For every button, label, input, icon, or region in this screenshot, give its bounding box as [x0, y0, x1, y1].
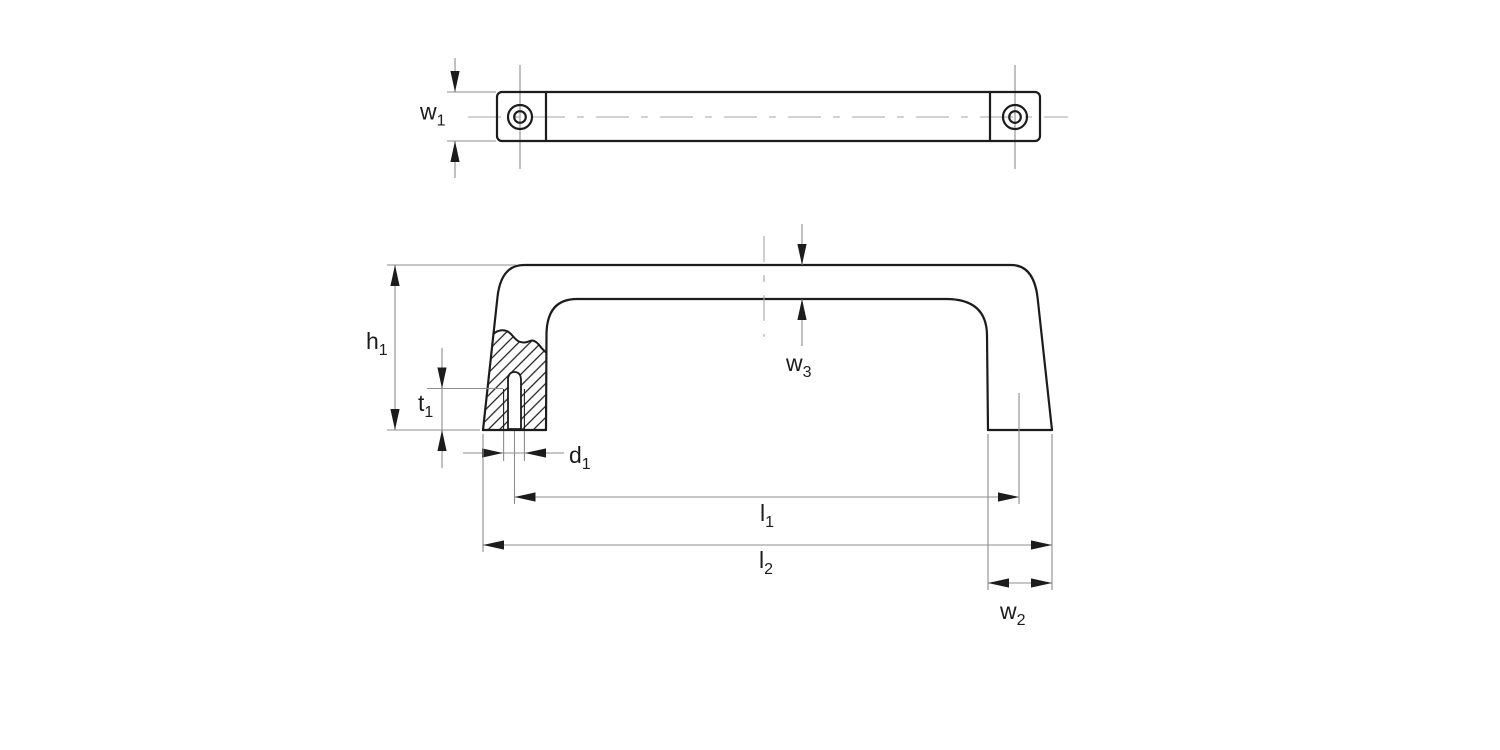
dimension-t1: t1	[418, 348, 503, 468]
arrow-left-icon	[988, 578, 1009, 588]
arrow-down-icon	[390, 409, 400, 430]
arrow-left-icon	[483, 540, 504, 550]
arrow-right-icon	[998, 492, 1019, 502]
arrow-up-icon	[450, 141, 460, 162]
dimension-d1: d1	[463, 431, 591, 473]
arrow-down-icon	[450, 71, 460, 92]
arrow-right-icon	[1031, 578, 1052, 588]
front-view: h1 t1 d1 l1	[366, 224, 1054, 629]
handle-bar-top-view	[495, 90, 1042, 143]
dimension-label-w3: w3	[785, 350, 812, 381]
dimension-l1: l1	[513, 393, 1020, 531]
dimension-h1: h1	[366, 264, 516, 431]
handle-outline-front-view	[481, 263, 1054, 432]
arrow-left-icon	[514, 492, 536, 502]
tapped-blind-hole	[507, 371, 522, 430]
arrow-down-icon	[797, 244, 807, 265]
thread-lines	[503, 389, 525, 429]
arrow-up-icon	[390, 265, 400, 286]
break-line	[492, 329, 547, 354]
dimension-label-w1: w1	[419, 99, 446, 130]
mounting-hole-left	[506, 103, 534, 131]
dimension-w3: w3	[785, 224, 812, 381]
dimension-w2: w2	[987, 434, 1052, 629]
arrow-right-icon	[1031, 540, 1052, 550]
arrow-down-icon	[437, 367, 447, 389]
dimension-label-d1: d1	[569, 442, 591, 473]
dimension-w1: w1	[419, 58, 496, 178]
arrow-up-icon	[797, 299, 807, 320]
mounting-hole-right	[1001, 103, 1029, 131]
top-view: w1	[419, 58, 1068, 178]
dimension-l2: l2	[482, 434, 1053, 590]
dimension-label-l1: l1	[760, 500, 774, 531]
dimension-label-t1: t1	[418, 390, 433, 421]
dimension-label-h1: h1	[366, 328, 388, 359]
arrow-up-icon	[437, 430, 447, 451]
dimension-label-l2: l2	[759, 547, 773, 578]
arrow-left-icon	[525, 448, 546, 458]
dimension-label-w2: w2	[999, 598, 1026, 629]
arrow-right-icon	[482, 448, 503, 458]
